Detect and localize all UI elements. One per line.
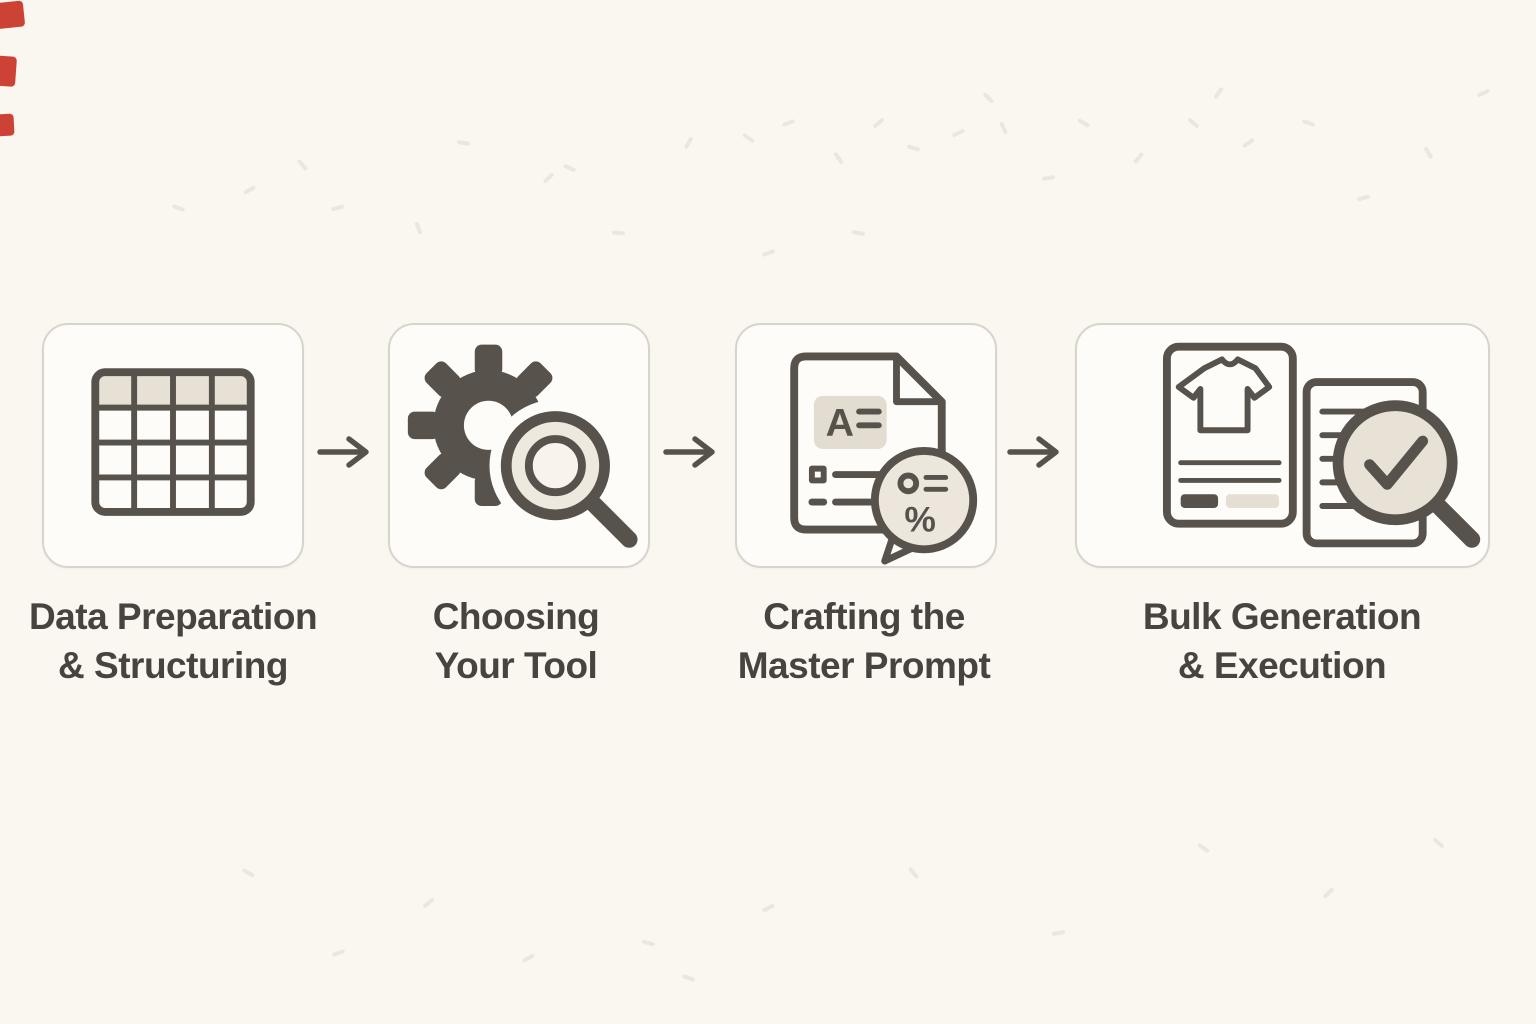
step-label-bulk-generation: Bulk Generation & Execution — [1082, 592, 1482, 690]
speckle-mark — [611, 230, 626, 236]
arrow-right-icon — [663, 436, 715, 468]
step-label-line: Your Tool — [434, 645, 598, 686]
speckle-mark — [1132, 151, 1145, 165]
speckle-mark — [906, 144, 921, 152]
speckle-mark — [742, 132, 755, 144]
step-label-master-prompt: Crafting the Master Prompt — [664, 592, 1064, 690]
red-edge-mark — [0, 113, 15, 137]
speckle-mark — [1041, 174, 1056, 182]
speckle-mark — [422, 897, 435, 909]
speckle-mark — [1476, 88, 1491, 98]
prompt-document-icon: A % — [790, 352, 978, 565]
speckle-mark — [1301, 118, 1316, 128]
red-edge-mark — [0, 55, 18, 87]
speckle-mark — [171, 203, 186, 213]
speckle-mark — [761, 903, 776, 913]
arrow-right-icon — [317, 436, 369, 468]
badge-letter: A — [826, 401, 854, 445]
step-label-line: Choosing — [432, 596, 600, 637]
speckle-mark — [781, 118, 796, 128]
speckle-mark — [296, 158, 309, 172]
step-label-line: Bulk Generation — [1142, 596, 1422, 637]
table-icon — [91, 368, 255, 516]
speckle-mark — [683, 136, 694, 150]
speckle-mark — [761, 248, 776, 258]
step-card-choosing-tool — [388, 323, 650, 568]
percent-glyph: % — [904, 500, 935, 540]
percent-bubble-icon: % — [870, 446, 978, 565]
step-card-master-prompt: A % — [735, 323, 997, 568]
speckle-mark — [1432, 837, 1445, 849]
speckle-mark — [331, 948, 346, 958]
speckle-mark — [562, 163, 577, 173]
step-label-choosing-tool: Choosing Your Tool — [316, 592, 716, 690]
speckle-mark — [521, 953, 536, 963]
arrow-right-icon — [1007, 436, 1059, 468]
speckle-mark — [414, 221, 423, 235]
step-label-line: Crafting the — [763, 596, 965, 637]
speckle-mark — [872, 117, 885, 129]
speckle-mark — [456, 139, 471, 147]
red-edge-mark — [0, 0, 26, 30]
speckle-mark — [1322, 886, 1335, 900]
step-label-line: Data Preparation — [28, 596, 318, 637]
gear-search-icon — [407, 344, 638, 548]
speckle-mark — [681, 973, 696, 983]
speckle-mark — [1356, 194, 1371, 202]
step-label-line: & Execution — [1177, 645, 1387, 686]
step-card-bulk-generation — [1075, 323, 1490, 568]
step-label-data-preparation: Data Preparation & Structuring — [0, 592, 373, 690]
speckle-mark — [1076, 118, 1091, 128]
speckle-mark — [241, 868, 256, 878]
step-card-data-preparation — [42, 323, 304, 568]
speckle-mark — [1423, 146, 1434, 160]
speckle-mark — [1187, 117, 1200, 129]
step-label-line: & Structuring — [58, 645, 288, 686]
speckle-mark — [330, 204, 345, 212]
speckle-mark — [1213, 86, 1224, 100]
check-magnifier-icon — [1332, 400, 1481, 548]
speckle-mark — [951, 128, 966, 138]
speckle-mark — [907, 866, 920, 880]
speckle-mark — [982, 91, 995, 105]
speckle-mark — [1051, 929, 1066, 937]
page-fold — [893, 353, 946, 406]
speckle-mark — [851, 229, 866, 237]
speckle-mark — [641, 939, 656, 947]
step-label-line: Master Prompt — [737, 645, 991, 686]
product-card-icon — [1162, 342, 1297, 528]
speckle-mark — [1197, 842, 1210, 854]
tshirt-icon — [1175, 356, 1273, 434]
speckle-mark — [833, 151, 844, 165]
speckle-mark — [998, 121, 1009, 135]
magnifier-icon — [489, 399, 638, 548]
speckle-mark — [242, 185, 257, 195]
speckle-mark — [542, 171, 555, 185]
bulk-review-icon — [1162, 342, 1481, 548]
speckle-mark — [1242, 137, 1255, 149]
